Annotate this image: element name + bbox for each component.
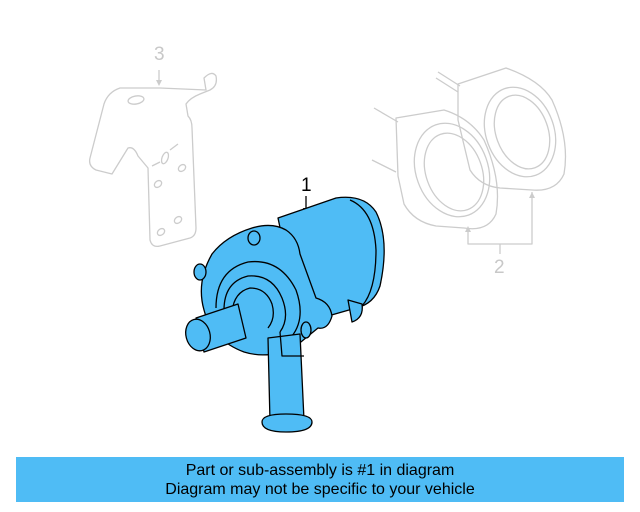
callout-1[interactable]: 1 [301,175,312,196]
banner-line-2: Diagram may not be specific to your vehi… [165,480,475,498]
info-banner: Part or sub-assembly is #1 in diagram Di… [16,457,624,502]
bracket-part-3[interactable] [88,70,218,248]
mounts-part-2[interactable] [371,67,568,254]
pump-part-1[interactable] [182,196,385,433]
parts-diagram [88,67,568,433]
banner-line-1: Part or sub-assembly is #1 in diagram [185,461,455,479]
callout-3[interactable]: 3 [154,44,165,65]
callout-2[interactable]: 2 [494,257,505,278]
